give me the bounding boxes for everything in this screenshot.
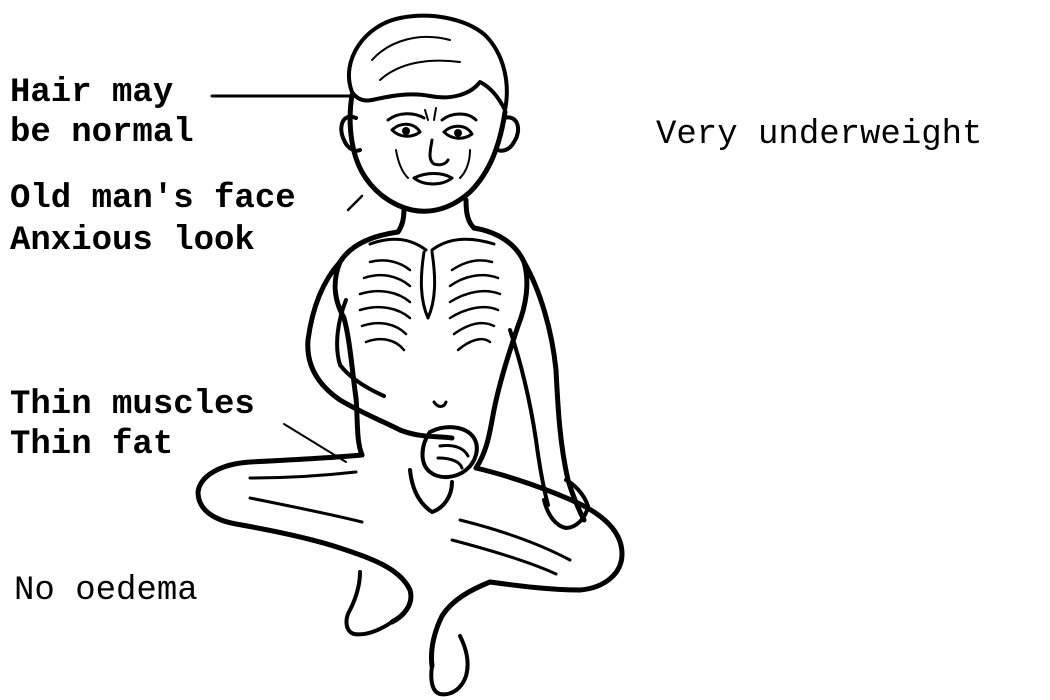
hair: [349, 16, 507, 110]
right-leg-inner: [452, 520, 570, 574]
right-foot: [431, 636, 467, 694]
left-brow: [388, 114, 424, 120]
nose: [430, 140, 448, 165]
label-weight: Very underweight: [656, 116, 982, 155]
forehead-lines: [425, 108, 436, 120]
label-oedema: No oedema: [14, 572, 198, 611]
label-face-line2: Anxious look: [10, 222, 255, 261]
ribs-right: [450, 260, 500, 350]
label-muscles-line1: Thin muscles: [10, 386, 255, 425]
hair-strand: [380, 61, 460, 80]
label-hair-line1: Hair may: [10, 74, 173, 113]
face-leader-line: [348, 196, 362, 210]
left-arm-outer: [308, 262, 452, 438]
fingers: [438, 445, 468, 468]
hair-strand: [372, 37, 450, 60]
left-foot: [347, 572, 392, 634]
right-pupil: [454, 129, 462, 137]
head-outline: [350, 95, 505, 211]
label-hair-line2: be normal: [10, 114, 194, 153]
left-leg-inner: [250, 472, 362, 522]
label-muscles-line2: Thin fat: [10, 426, 173, 465]
left-thigh: [198, 455, 362, 548]
right-shin: [431, 582, 490, 666]
torso-right: [474, 228, 527, 468]
neck: [398, 200, 474, 232]
torso-left: [335, 232, 398, 455]
right-brow: [442, 114, 476, 120]
ribs-left: [360, 260, 410, 350]
sternum: [421, 252, 434, 318]
mouth: [414, 174, 452, 185]
collarbones: [370, 239, 494, 250]
label-face-line1: Old man's face: [10, 180, 296, 219]
left-pupil: [402, 127, 410, 135]
right-arm-outer: [524, 262, 584, 520]
navel: [434, 402, 446, 407]
